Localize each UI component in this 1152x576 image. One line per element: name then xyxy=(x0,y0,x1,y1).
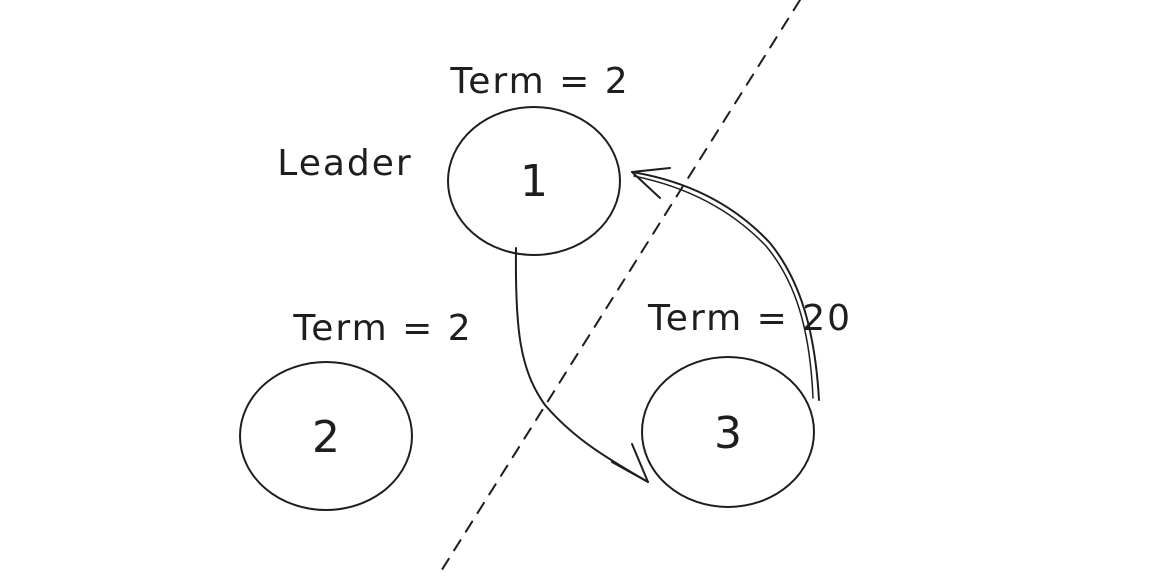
partition-line xyxy=(437,0,801,576)
node-2-term-label: Term = 2 xyxy=(292,308,472,349)
edge-3-to-1-line-sketch xyxy=(633,175,814,399)
node-1-role-label: Leader xyxy=(277,143,412,184)
node-1-term-label: Term = 2 xyxy=(449,61,629,102)
node-3-term-label: Term = 20 xyxy=(647,298,852,339)
node-3: 3 Term = 20 xyxy=(641,298,852,508)
node-2: 2 Term = 2 xyxy=(239,308,472,511)
node-2-label: 2 xyxy=(312,412,340,463)
node-3-label: 3 xyxy=(714,408,742,459)
edge-1-to-3-arrowhead xyxy=(611,443,649,483)
edge-1-to-3 xyxy=(514,247,649,483)
node-2-circle xyxy=(239,361,413,511)
edge-3-to-1-arrowhead xyxy=(631,167,671,199)
edge-1-to-3-line xyxy=(514,247,649,483)
node-1: 1 Leader Term = 2 xyxy=(277,61,629,256)
edge-3-to-1 xyxy=(631,167,820,401)
node-1-label: 1 xyxy=(520,156,548,207)
node-1-circle xyxy=(447,106,621,256)
edge-3-to-1-line xyxy=(631,171,820,401)
node-3-circle xyxy=(641,356,815,508)
